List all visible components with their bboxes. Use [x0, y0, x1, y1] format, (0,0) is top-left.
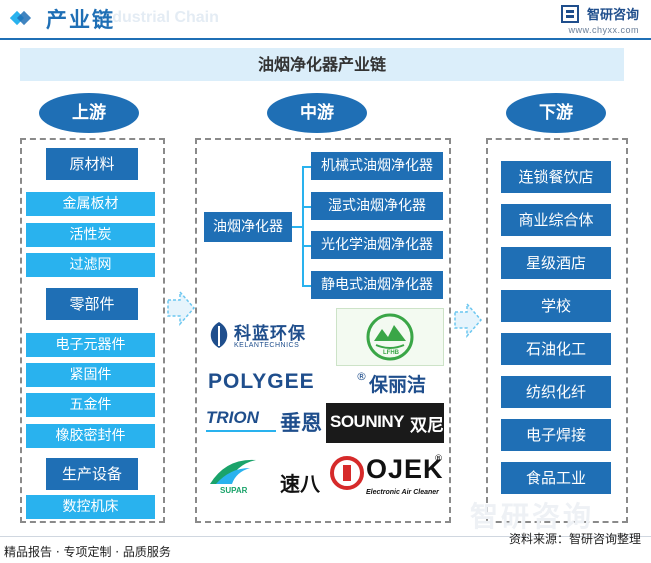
souniny-name: SOUNINY — [330, 412, 404, 431]
upstream-item: 电子元器件 — [26, 333, 155, 357]
registered-icon: ® — [434, 454, 443, 464]
tree-connector — [302, 166, 304, 286]
midstream-type: 光化学油烟净化器 — [311, 231, 443, 259]
upstream-group-raw-materials: 原材料 — [46, 148, 138, 180]
logo-lfhb: LFHB — [336, 308, 444, 366]
footer-source: 资料来源：智研咨询整理 — [508, 532, 641, 546]
downstream-item: 食品工业 — [501, 462, 611, 494]
upstream-item: 紧固件 — [26, 363, 155, 387]
logo-polygee: POLYGEE ® 保丽洁 — [208, 370, 444, 398]
ojek-badge-icon — [330, 456, 364, 490]
brand-name: 智研咨询 — [586, 8, 639, 23]
midstream-type: 湿式油烟净化器 — [311, 192, 443, 220]
midstream-type: 机械式油烟净化器 — [311, 152, 443, 180]
watermark: 智研咨询 — [470, 500, 595, 533]
midstream-root: 油烟净化器 — [204, 212, 292, 242]
lfhb-text: LFHB — [383, 350, 399, 356]
downstream-box — [486, 138, 628, 523]
downstream-item: 连锁餐饮店 — [501, 161, 611, 193]
upstream-group-components: 零部件 — [46, 288, 138, 320]
footer-tagline: 精品报告 · 专项定制 · 品质服务 — [4, 545, 171, 559]
downstream-label: 下游 — [506, 93, 606, 133]
souniny-cn: 双尼 — [410, 416, 444, 436]
diamond-icon — [10, 10, 32, 26]
trion-name: TRION — [206, 408, 259, 427]
supar-cn: 速八 — [280, 472, 320, 496]
arrow-right-icon — [167, 290, 195, 326]
logo-kelan: 科蓝环保 KELANTECHNICS — [206, 317, 336, 355]
arrow-right-icon — [454, 302, 482, 338]
header-ghost-text: Industrial Chain — [98, 9, 219, 26]
supar-name: SUPAR — [220, 486, 248, 495]
kelan-en: KELANTECHNICS — [234, 342, 300, 349]
upstream-item: 五金件 — [26, 393, 155, 417]
logo-souniny: SOUNINY 双尼 — [326, 403, 444, 443]
header-divider — [0, 38, 651, 40]
upstream-item: 过滤网 — [26, 253, 155, 277]
downstream-item: 石油化工 — [501, 333, 611, 365]
brand-logo-icon — [561, 5, 579, 23]
ojek-name: OJEK — [366, 454, 444, 484]
tree-connector — [302, 206, 311, 208]
logo-supar: SUPAR 速八 — [206, 452, 324, 502]
upstream-label: 上游 — [39, 93, 139, 133]
midstream-type: 静电式油烟净化器 — [311, 271, 443, 299]
tree-connector — [302, 166, 311, 168]
logo-ojek: OJEK ® Electronic Air Cleaner — [330, 454, 446, 506]
trion-underline — [206, 430, 276, 432]
downstream-item: 电子焊接 — [501, 419, 611, 451]
tree-connector — [302, 245, 311, 247]
midstream-box — [195, 138, 451, 523]
downstream-item: 星级酒店 — [501, 247, 611, 279]
brand-url: www.chyxx.com — [568, 25, 639, 35]
supar-swoosh-icon — [210, 459, 256, 484]
polygee-cn: 保丽洁 — [369, 374, 427, 396]
brand: 智研咨询 www.chyxx.com — [568, 4, 639, 35]
downstream-item: 商业综合体 — [501, 204, 611, 236]
lfhb-emblem-icon — [366, 313, 414, 361]
downstream-item: 纺织化纤 — [501, 376, 611, 408]
downstream-item: 学校 — [501, 290, 611, 322]
registered-icon: ® — [356, 370, 367, 383]
tree-connector — [302, 285, 311, 287]
tree-connector — [292, 226, 302, 228]
footer-divider — [0, 536, 651, 537]
upstream-item: 数控机床 — [26, 495, 155, 519]
diagram-title: 油烟净化器产业链 — [20, 48, 624, 81]
trion-cn: 垂恩 — [280, 411, 322, 435]
header-bar: Industrial Chain 产业链 智研咨询 www.chyxx.com — [0, 0, 651, 36]
upstream-box — [20, 138, 165, 523]
upstream-group-equipment: 生产设备 — [46, 458, 138, 490]
header-title: 产业链 — [46, 8, 115, 32]
logo-trion: TRION 垂恩 — [206, 404, 324, 442]
midstream-label: 中游 — [267, 93, 367, 133]
ojek-sub: Electronic Air Cleaner — [366, 489, 439, 496]
upstream-item: 活性炭 — [26, 223, 155, 247]
polygee-name: POLYGEE — [208, 370, 315, 393]
upstream-item: 金属板材 — [26, 192, 155, 216]
kelan-leaf-icon — [210, 322, 228, 348]
upstream-item: 橡胶密封件 — [26, 424, 155, 448]
kelan-name: 科蓝环保 — [234, 324, 306, 344]
